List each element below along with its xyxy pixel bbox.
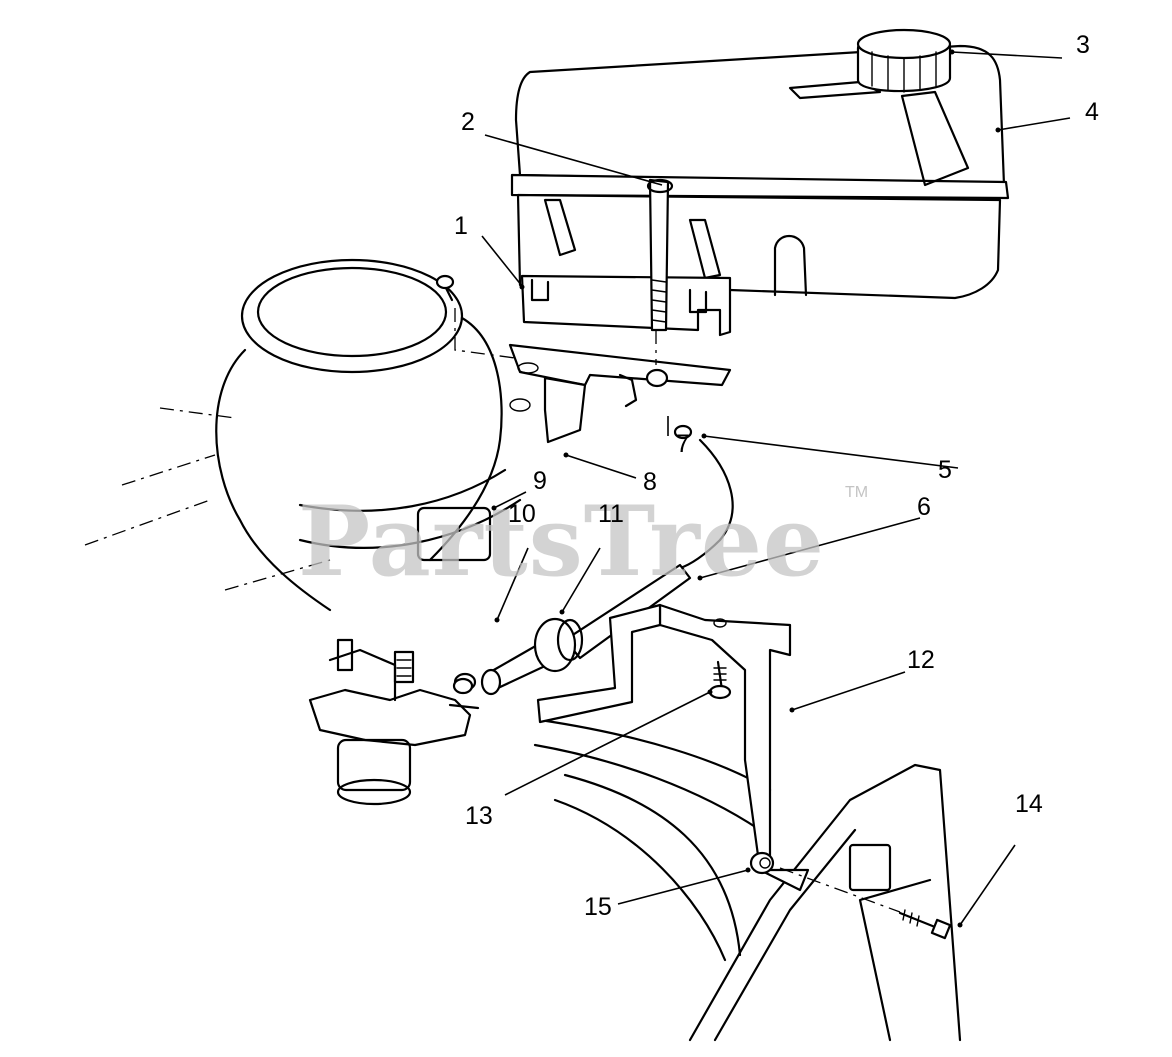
watermark-trademark: TM (845, 484, 868, 501)
callout-6: 6 (917, 493, 931, 521)
callout-4: 4 (1085, 98, 1099, 126)
callout-10: 10 (508, 500, 536, 528)
leader-lines (481, 51, 1071, 926)
callout-11: 11 (598, 500, 624, 528)
screw (435, 274, 732, 700)
leader-dots (491, 49, 1001, 928)
callout-5: 5 (938, 456, 952, 484)
watermark: PartsTree TM (298, 484, 868, 598)
callout-2: 2 (461, 108, 475, 136)
tank-strap (646, 178, 674, 332)
engine-shroud (84, 258, 522, 612)
callout-15: 15 (584, 893, 612, 921)
callout-14: 14 (1015, 790, 1043, 818)
bolt (779, 867, 952, 940)
callout-13: 13 (465, 802, 493, 830)
fuel-valve (618, 368, 693, 440)
chassis-outline (533, 718, 962, 1042)
callout-9: 9 (533, 467, 547, 495)
callout-12: 12 (907, 646, 935, 674)
mounting-bracket (536, 603, 810, 892)
callout-8: 8 (643, 468, 657, 496)
callout-7: 7 (676, 430, 690, 458)
tank-bracket (508, 274, 732, 444)
fuel-line (452, 438, 734, 696)
callout-3: 3 (1076, 31, 1090, 59)
callout-1: 1 (454, 212, 468, 240)
carburetor (308, 638, 480, 806)
fuel-cap (856, 28, 952, 93)
callout-labels: 1 2 3 4 5 6 7 8 9 10 11 12 13 14 15 (454, 31, 1099, 921)
nut (749, 851, 775, 875)
watermark-text: PartsTree (298, 485, 825, 598)
